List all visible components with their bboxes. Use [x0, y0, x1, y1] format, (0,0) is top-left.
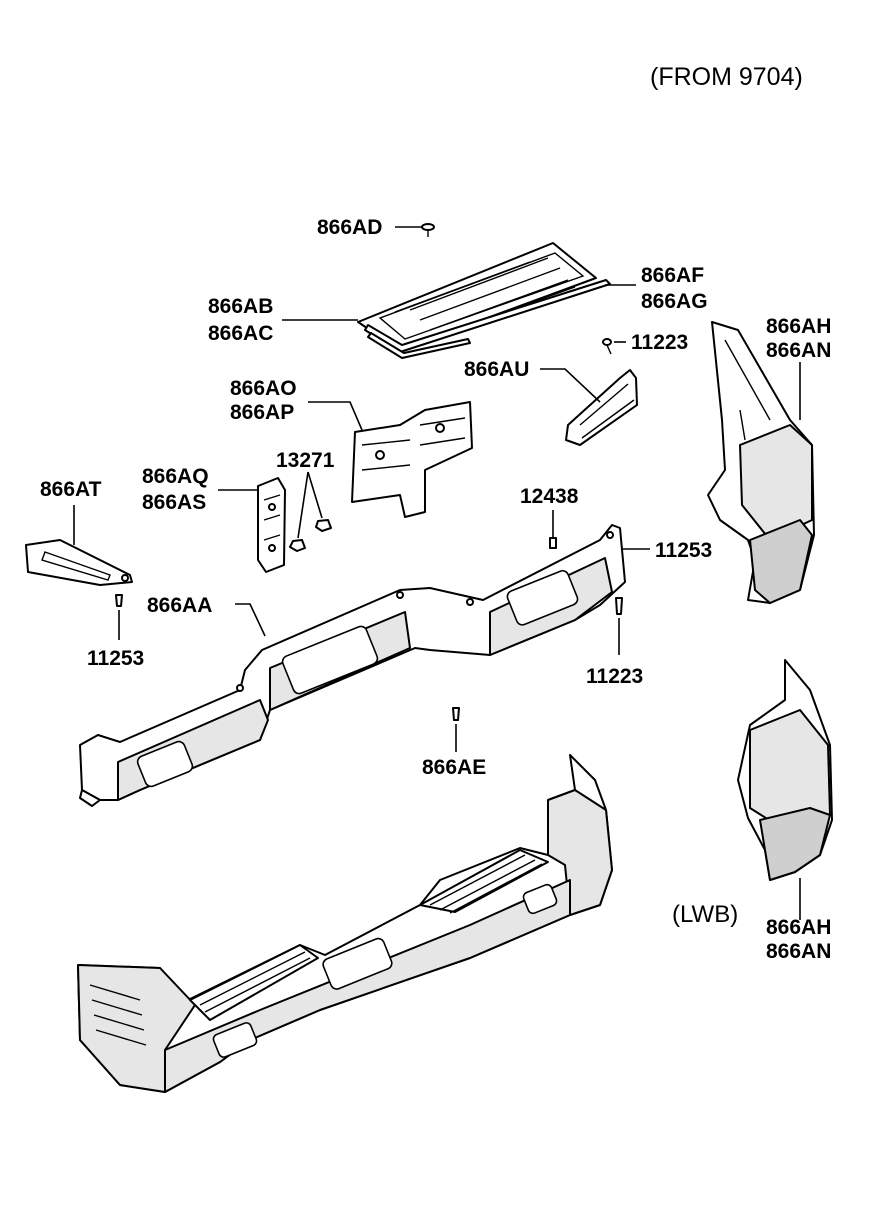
- label-866ad: 866AD: [317, 216, 382, 239]
- bracket-866au: [565, 369, 638, 446]
- header-note: (FROM 9704): [650, 63, 803, 91]
- label-866ao: 866AO: [230, 377, 297, 400]
- label-11253-right: 11253: [655, 539, 712, 562]
- label-866ah-bottom: 866AH: [766, 916, 831, 939]
- label-866ag: 866AG: [641, 290, 708, 313]
- label-11223-bottom: 11223: [586, 665, 643, 688]
- label-866an-top: 866AN: [766, 339, 831, 362]
- clip-866ae: [452, 707, 460, 752]
- label-866as: 866AS: [142, 491, 206, 514]
- nut-13271: [289, 471, 332, 552]
- label-12438: 12438: [520, 485, 579, 508]
- corner-cover-866ah-top: [707, 321, 815, 604]
- label-866ac: 866AC: [208, 322, 273, 345]
- label-866at: 866AT: [40, 478, 102, 501]
- bracket-866at: [25, 539, 133, 586]
- clip-12438: [549, 510, 557, 549]
- label-866an-bottom: 866AN: [766, 940, 831, 963]
- label-866af: 866AF: [641, 264, 704, 287]
- variant-note-lwb: (LWB): [672, 901, 738, 928]
- label-13271: 13271: [276, 449, 335, 472]
- bracket-866ao: [351, 401, 473, 518]
- corner-cover-866ah-lwb: [737, 659, 833, 881]
- label-866ah-top: 866AH: [766, 315, 831, 338]
- bracket-866aq: [257, 477, 286, 573]
- label-866ab: 866AB: [208, 295, 273, 318]
- screw-11223-top: [602, 338, 626, 355]
- rear-bumper-assembly: [77, 754, 613, 1093]
- label-866au: 866AU: [464, 358, 529, 381]
- screw-11223-bottom: [615, 597, 623, 655]
- label-11253-left: 11253: [87, 647, 144, 670]
- label-866ap: 866AP: [230, 401, 294, 424]
- label-866ae: 866AE: [422, 756, 486, 779]
- screw-11253-left: [115, 594, 123, 640]
- label-866aq: 866AQ: [142, 465, 209, 488]
- bolt-866ad: [395, 223, 435, 237]
- trim-strip-866af: [364, 279, 611, 359]
- label-11223-top: 11223: [631, 331, 688, 354]
- reinforcement-866aa: [79, 524, 626, 807]
- label-866aa: 866AA: [147, 594, 212, 617]
